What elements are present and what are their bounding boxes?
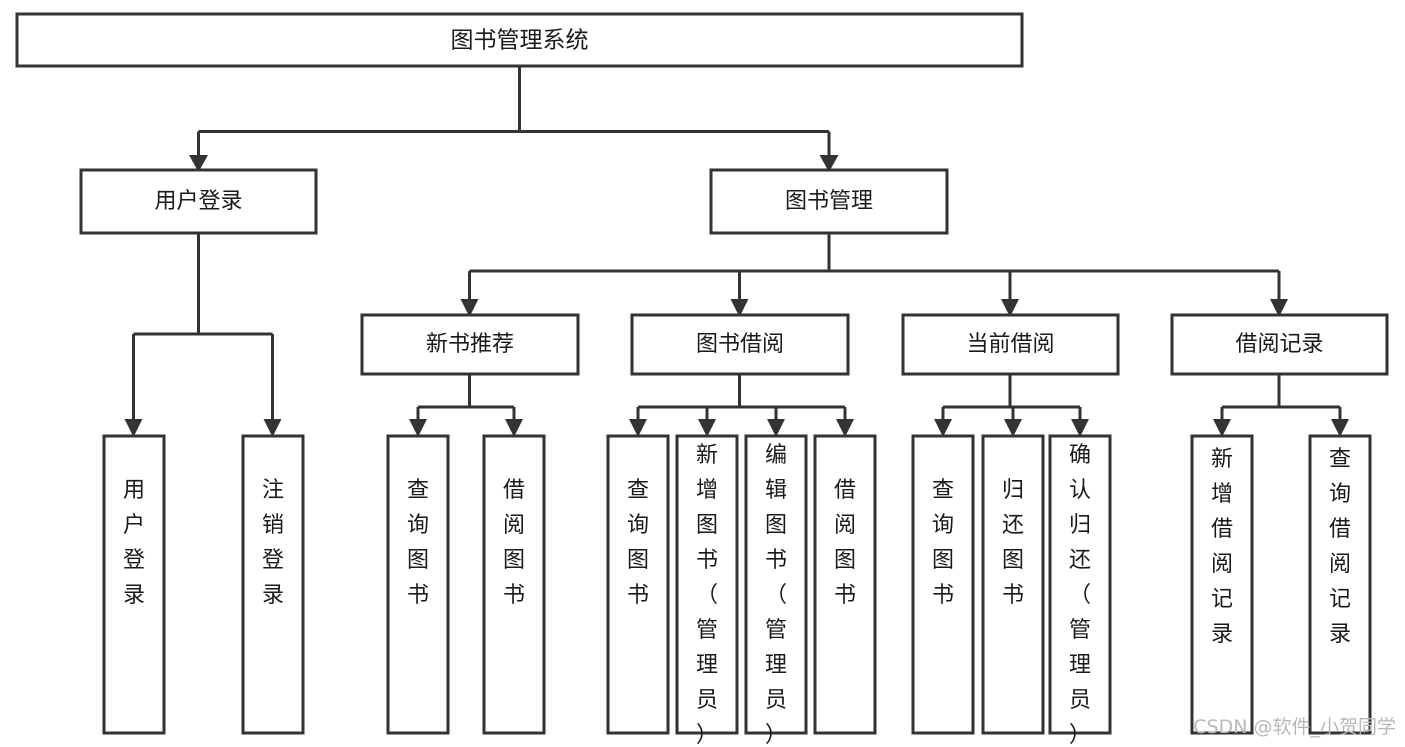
- arrowhead-nb-query-book: [409, 419, 427, 437]
- node-root[interactable]: 图书管理系统: [15, 12, 1024, 68]
- node-user-login[interactable]: 用户登录: [79, 168, 318, 235]
- arrowhead-br-query-record: [1331, 419, 1349, 437]
- node-bb-edit-book[interactable]: 编辑图书（管理员）: [744, 434, 808, 747]
- node-br-query-record-box[interactable]: [1308, 434, 1372, 735]
- node-root-label: 图书管理系统: [451, 28, 589, 54]
- node-br-add-record[interactable]: 新增借阅记录: [1190, 434, 1254, 735]
- node-current-borrow-box[interactable]: [901, 313, 1120, 376]
- node-current-borrow-label: 当前借阅: [966, 332, 1054, 357]
- node-user-logout-label: 注销登录: [262, 478, 284, 608]
- node-cb-query-book-box[interactable]: [911, 434, 975, 735]
- node-bb-borrow-book-label: 借阅图书: [834, 478, 856, 608]
- node-book-management-box[interactable]: [709, 168, 949, 235]
- node-bb-query-book-box[interactable]: [606, 434, 670, 735]
- arrowhead-cb-query-book: [934, 419, 952, 437]
- arrowhead-bb-query-book: [629, 419, 647, 437]
- arrowhead-book-management: [819, 155, 839, 172]
- node-bb-borrow-book[interactable]: 借阅图书: [813, 434, 877, 735]
- node-book-borrow-label: 图书借阅: [696, 332, 784, 357]
- node-new-book-recommend-label: 新书推荐: [426, 332, 514, 357]
- node-bb-query-book-label: 查询图书: [627, 478, 649, 608]
- node-cb-return-book-box[interactable]: [981, 434, 1045, 735]
- node-new-book-recommend-box[interactable]: [360, 313, 580, 376]
- node-nb-query-book[interactable]: 查询图书: [386, 434, 450, 735]
- node-bb-add-book[interactable]: 新增图书（管理员）: [675, 434, 739, 747]
- node-nb-borrow-book-label: 借阅图书: [503, 478, 525, 608]
- arrowhead-new-book-recommend: [460, 299, 479, 317]
- node-bb-edit-book-box[interactable]: [744, 434, 808, 735]
- node-current-borrow[interactable]: 当前借阅: [901, 313, 1120, 376]
- node-bb-add-book-label: 新增图书（管理员）: [696, 443, 718, 747]
- node-bb-query-book[interactable]: 查询图书: [606, 434, 670, 735]
- arrowhead-nb-borrow-book: [505, 419, 523, 437]
- node-nb-borrow-book-box[interactable]: [482, 434, 546, 735]
- node-br-add-record-label: 新增借阅记录: [1211, 447, 1233, 647]
- node-new-book-recommend[interactable]: 新书推荐: [360, 313, 580, 376]
- node-user-login-do[interactable]: 用户登录: [102, 434, 166, 735]
- arrowhead-bb-borrow-book: [836, 419, 854, 437]
- node-user-login-do-label: 用户登录: [123, 478, 145, 608]
- node-nb-query-book-box[interactable]: [386, 434, 450, 735]
- node-root-box[interactable]: [15, 12, 1024, 68]
- node-br-query-record[interactable]: 查询借阅记录: [1308, 434, 1372, 735]
- node-user-logout[interactable]: 注销登录: [241, 434, 305, 735]
- arrowhead-bb-edit-book: [767, 419, 785, 437]
- arrowhead-cb-confirm-return: [1071, 419, 1089, 437]
- node-cb-return-book[interactable]: 归还图书: [981, 434, 1045, 735]
- arrowhead-user-login-do: [124, 419, 143, 437]
- node-cb-query-book-label: 查询图书: [932, 478, 954, 608]
- node-cb-query-book[interactable]: 查询图书: [911, 434, 975, 735]
- arrowhead-br-add-record: [1213, 419, 1231, 437]
- node-borrow-record[interactable]: 借阅记录: [1170, 313, 1389, 376]
- arrowhead-user-login: [189, 155, 208, 172]
- arrowhead-book-borrow: [730, 299, 749, 317]
- arrowhead-user-logout: [263, 419, 282, 437]
- connectors-group: [124, 66, 1349, 437]
- node-book-management-label: 图书管理: [785, 189, 873, 214]
- node-bb-edit-book-label: 编辑图书（管理员）: [765, 443, 787, 747]
- csdn-watermark: CSDN @软件_小贺同学: [1193, 716, 1396, 738]
- node-cb-confirm-return[interactable]: 确认归还（管理员）: [1048, 434, 1112, 747]
- node-cb-confirm-return-box[interactable]: [1048, 434, 1112, 735]
- node-book-management[interactable]: 图书管理: [709, 168, 949, 235]
- node-user-login-label: 用户登录: [154, 189, 242, 214]
- node-user-login-box[interactable]: [79, 168, 318, 235]
- arrowhead-borrow-record: [1270, 299, 1288, 317]
- node-nb-borrow-book[interactable]: 借阅图书: [482, 434, 546, 735]
- node-nb-query-book-label: 查询图书: [407, 478, 429, 608]
- node-bb-add-book-box[interactable]: [675, 434, 739, 735]
- node-book-borrow[interactable]: 图书借阅: [630, 313, 850, 376]
- node-cb-return-book-label: 归还图书: [1002, 478, 1024, 608]
- nodes-group: 图书管理系统 用户登录 图书管理 新书推荐 图书借阅: [15, 12, 1389, 747]
- arrowhead-current-borrow: [1001, 299, 1019, 317]
- node-bb-borrow-book-box[interactable]: [813, 434, 877, 735]
- node-br-query-record-label: 查询借阅记录: [1329, 447, 1351, 647]
- node-borrow-record-box[interactable]: [1170, 313, 1389, 376]
- arrowhead-bb-add-book: [698, 419, 716, 437]
- node-br-add-record-box[interactable]: [1190, 434, 1254, 735]
- node-cb-confirm-return-label: 确认归还（管理员）: [1069, 443, 1091, 747]
- node-borrow-record-label: 借阅记录: [1235, 332, 1323, 357]
- node-book-borrow-box[interactable]: [630, 313, 850, 376]
- node-user-logout-box[interactable]: [241, 434, 305, 735]
- arrowhead-cb-return-book: [1004, 419, 1022, 437]
- node-user-login-do-box[interactable]: [102, 434, 166, 735]
